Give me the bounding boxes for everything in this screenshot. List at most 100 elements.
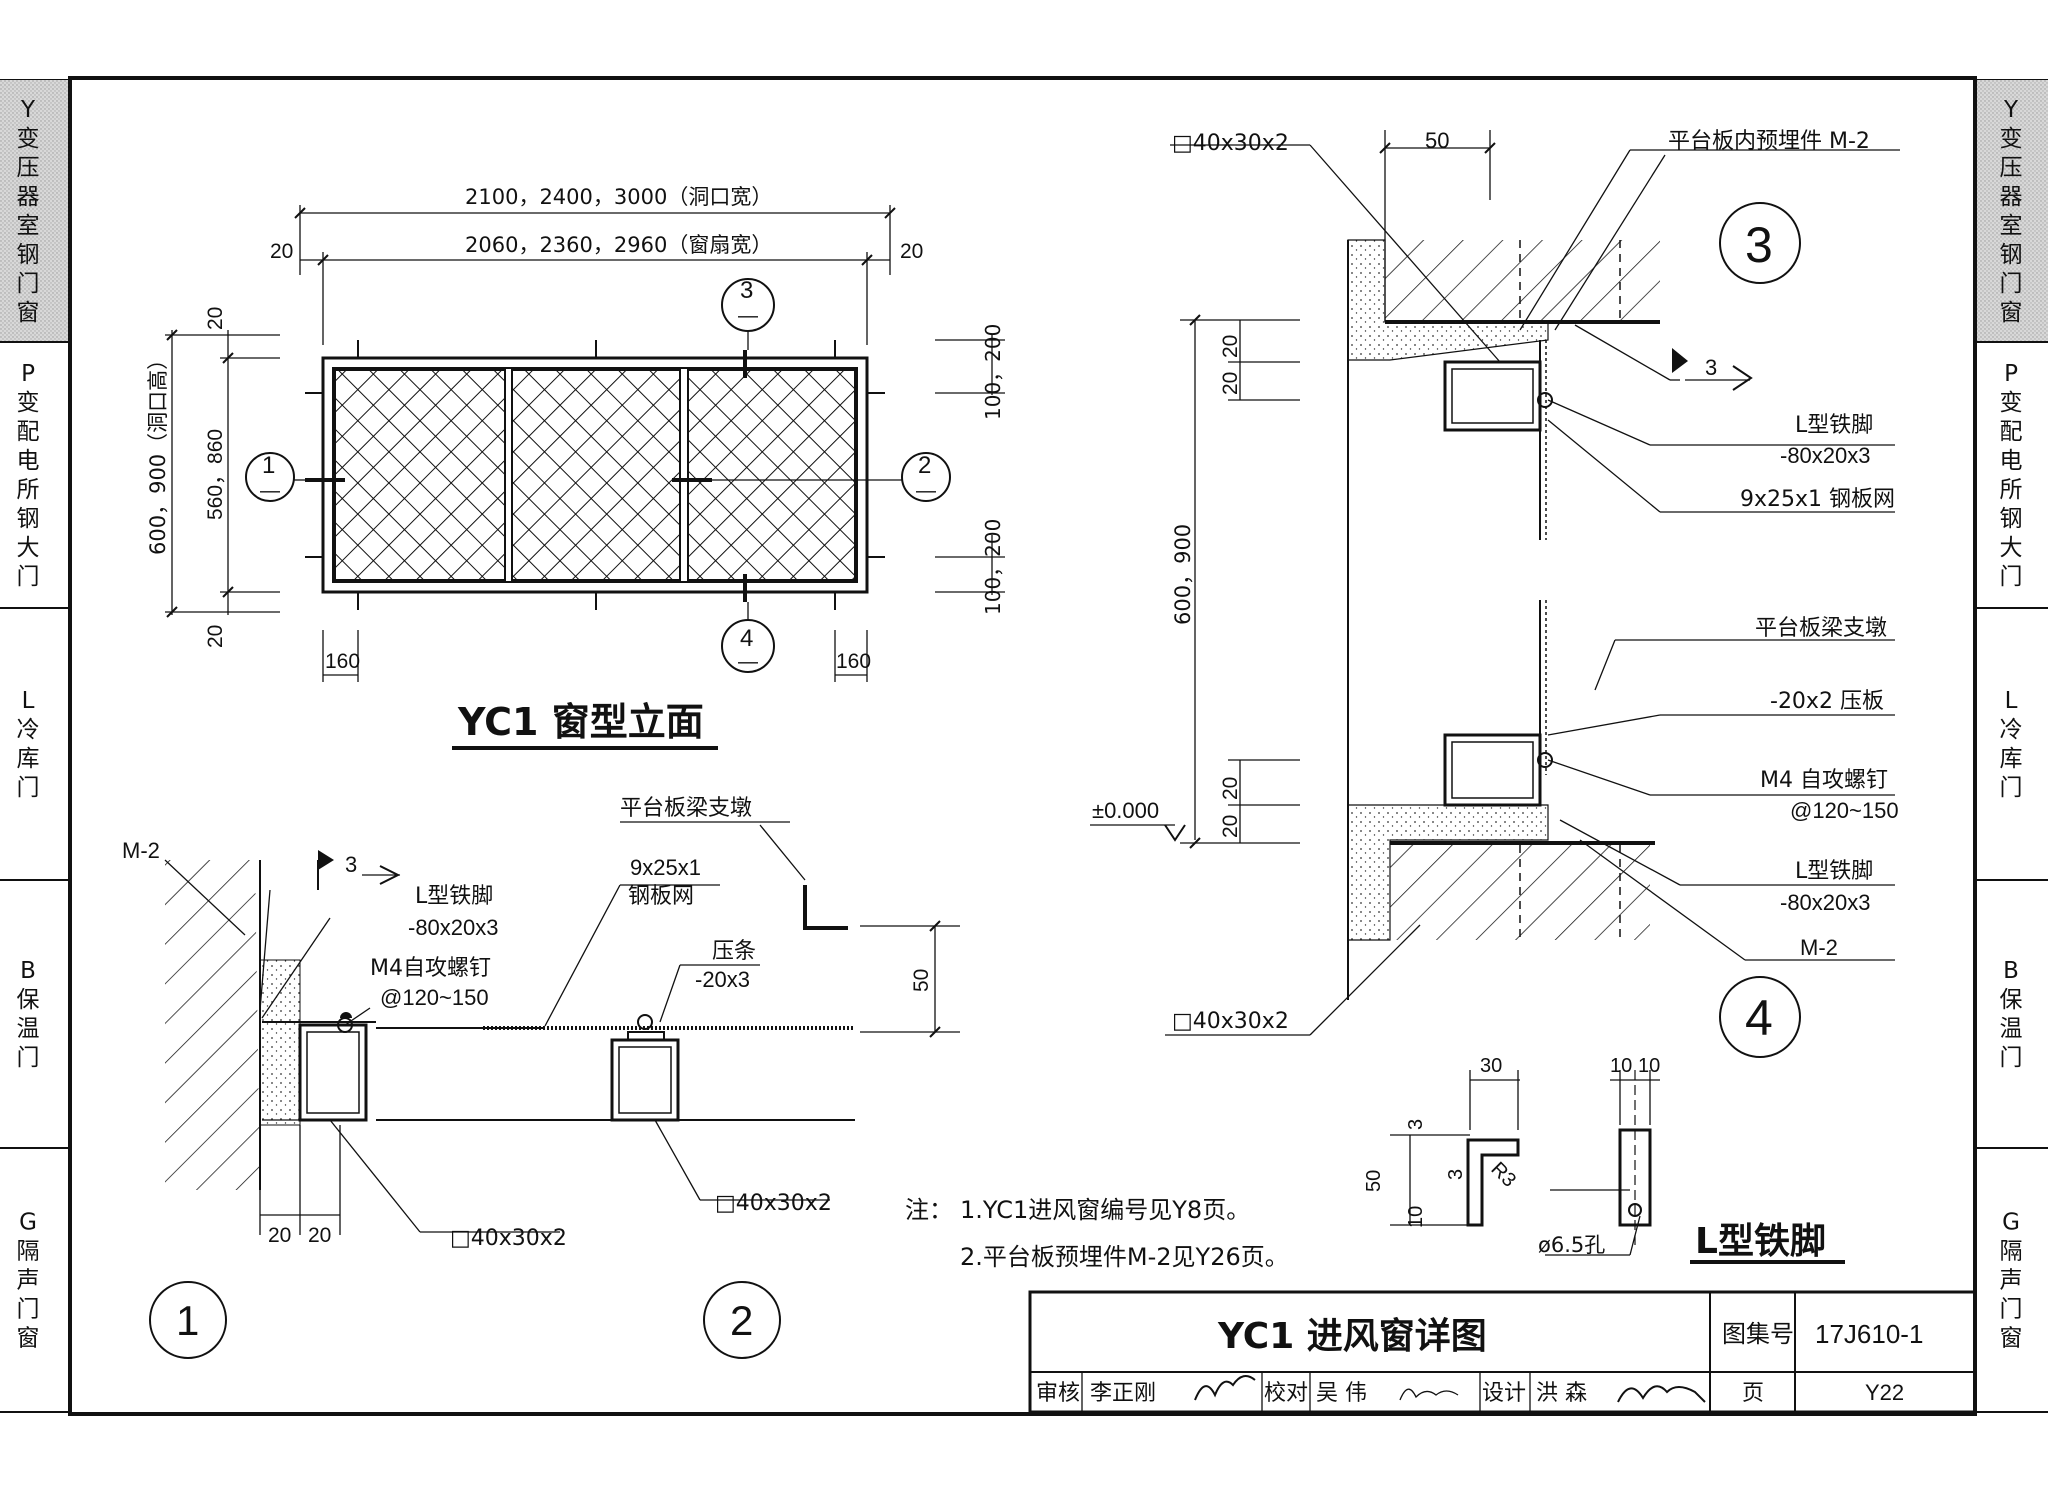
checker-name: 吴 伟 [1316, 1381, 1367, 1406]
lf-dim-10b: 10 [1638, 1055, 1660, 1077]
detail-4 [1090, 600, 1895, 1058]
callout-4: 4 [740, 625, 753, 652]
elevation-title: YC1 窗型立面 [457, 700, 704, 744]
dim-20-top: 20 [204, 307, 227, 330]
lf-dim-3a: 3 [1405, 1119, 1427, 1130]
callout-2: 2 [918, 452, 931, 479]
side-tab-char: 冷 [2000, 717, 2023, 743]
lf-dim-3b: 3 [1445, 1169, 1467, 1180]
l-foot-detail [1390, 1070, 1845, 1264]
dim-opening-height: 600，900（洞口高） [146, 349, 170, 555]
side-tab-char: 电 [2000, 448, 2023, 474]
side-tab-char: 门 [17, 1045, 40, 1071]
lf-dim-10: 10 [1405, 1206, 1427, 1228]
d1-tube [298, 1023, 368, 1122]
side-tab-char: 温 [2000, 1016, 2023, 1042]
d3-number: 3 [1745, 217, 1773, 273]
d3-dim-600-900: 600，900 [1171, 524, 1195, 625]
reviewer-name: 李正刚 [1090, 1381, 1156, 1406]
side-tab-char: 配 [2000, 419, 2023, 445]
side-tab-char: 声 [17, 1268, 40, 1294]
lf-title: L型铁脚 [1695, 1221, 1826, 1262]
d3-dim-50: 50 [1425, 128, 1449, 153]
side-tab-code: G [19, 1210, 37, 1236]
side-tab-char: 保 [17, 987, 40, 1013]
d2-number: 2 [730, 1297, 753, 1344]
d4-number: 4 [1745, 990, 1773, 1046]
dim-20-bottom: 20 [204, 625, 227, 648]
callout-4-dash: — [738, 651, 758, 673]
side-tab-char: 压 [17, 155, 40, 181]
dim-20-left: 20 [270, 240, 293, 263]
d3-mesh: 9x25x1 钢板网 [1740, 487, 1895, 512]
side-tab-char: 变 [17, 126, 40, 152]
d1-l-foot-size: -80x20x3 [408, 915, 499, 940]
atlas-number: 17J610-1 [1815, 1319, 1923, 1349]
design-label: 设计 [1482, 1381, 1526, 1406]
d4-level: ±0.000 [1092, 798, 1159, 823]
side-tab-char: 钢 [2000, 242, 2023, 268]
dim-20-right: 20 [900, 240, 923, 263]
notes-label: 注： [905, 1196, 953, 1224]
side-tab-char: 冷 [17, 717, 40, 743]
right-side-tabs [1975, 79, 2048, 1413]
side-tab-char: 门 [17, 1297, 40, 1323]
side-tab-char: 隔 [17, 1239, 40, 1265]
side-tab-char: 窗 [17, 1326, 40, 1352]
drawing-title: YC1 进风窗详图 [1217, 1316, 1487, 1357]
side-tab-char: 门 [17, 564, 40, 590]
side-tab-code: L [2005, 688, 2018, 714]
side-tab-char: 门 [2000, 1297, 2023, 1323]
side-tab-char: 隔 [2000, 1239, 2023, 1265]
side-tab-char: 窗 [2000, 1326, 2023, 1352]
side-tab-char: 器 [2000, 184, 2023, 210]
side-tab-char: 室 [17, 213, 40, 239]
d4-tube: □40x30x2 [1172, 1009, 1289, 1034]
side-tab-char: 窗 [2000, 300, 2023, 326]
side-tab-char: 电 [17, 448, 40, 474]
tab-y-left-bg [0, 80, 70, 342]
side-tab-char: 器 [17, 184, 40, 210]
side-tab-code: Y [20, 97, 36, 123]
d4-screw-spacing: @120~150 [1790, 798, 1899, 823]
d1-screw: M4自攻螺钉 [370, 956, 491, 981]
side-tab-code: G [2002, 1210, 2020, 1236]
dim-100-200-bottom: 100，200 [981, 519, 1005, 615]
dim-100-200-top: 100，200 [981, 324, 1005, 420]
side-tab-char: 钢 [17, 506, 40, 532]
d2-tube: □40x30x2 [715, 1191, 832, 1216]
mesh-panel-right [687, 369, 856, 581]
callout-2-dash: — [916, 480, 936, 502]
left-side-tabs [0, 79, 70, 1413]
d4-l-foot-size: -80x20x3 [1780, 890, 1871, 915]
lf-dim-50: 50 [1363, 1170, 1385, 1192]
dim-sash-height: 560，860 [204, 429, 227, 520]
d3-l-foot-size: -80x20x3 [1780, 443, 1871, 468]
dim-sash-width: 2060，2360，2960（窗扇宽） [465, 233, 772, 257]
dim-opening-width: 2100，2400，3000（洞口宽） [465, 185, 772, 209]
dim-160-left: 160 [325, 650, 360, 673]
callout-1-dash: — [260, 480, 280, 502]
side-tab-code: Y [2003, 97, 2019, 123]
title-block [1028, 1290, 1977, 1414]
callout-3: 3 [740, 277, 753, 304]
d2-mesh-2: 钢板网 [628, 884, 694, 909]
elevation-view [165, 205, 1005, 750]
side-tab-char: 大 [2000, 535, 2023, 561]
d2-dim-50: 50 [910, 969, 933, 992]
side-tab-code: P [2004, 361, 2018, 387]
page-number: Y22 [1865, 1380, 1904, 1405]
d2-strip: 压条 [712, 939, 756, 964]
d4-beam-support: 平台板梁支墩 [1755, 616, 1887, 641]
atlas-label: 图集号 [1722, 1320, 1794, 1348]
